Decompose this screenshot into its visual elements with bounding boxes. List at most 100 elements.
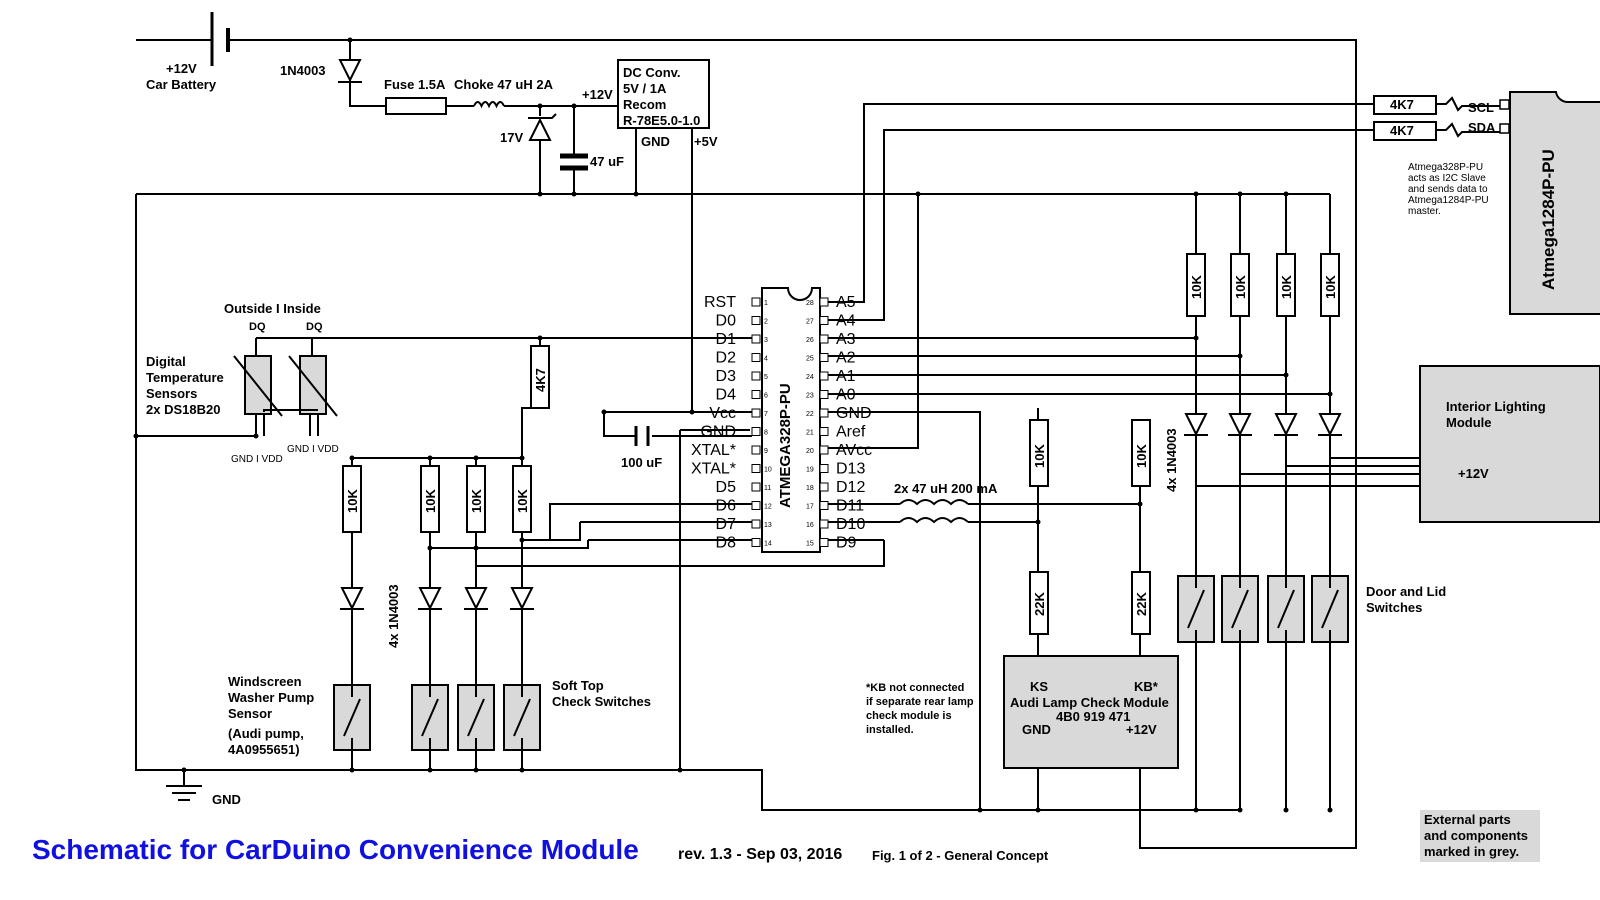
soft-diodes-label: 4x 1N4003 [386,584,401,648]
cap-xtal-label: 100 uF [621,455,662,470]
mcu-left-pin-box [751,538,761,547]
mcu-right-pin-number: 15 [806,541,814,548]
mcu-right-pin-label: D10 [836,516,865,533]
mcu-right-pin-box [819,390,829,399]
mcu-left-pin-label: XTAL* [691,442,736,459]
soft-switch-contact [421,685,439,750]
mcu-left-pin-number: 7 [764,411,768,418]
mcu-left-pin-box [751,371,761,381]
mcu-right-pin-label: GND [836,405,872,422]
diode-main-label: 1N4003 [280,63,326,78]
temp-dq-inside: DQ [306,321,323,333]
soft-diode [418,587,442,611]
lamp-r-top-0: 10K [1032,444,1047,468]
mcu-right-pin-number: 26 [806,337,814,344]
mcu-right-pin-box [819,427,829,436]
mcu-right-pin-box [819,408,829,418]
mcu-right-pin-number: 19 [806,467,814,474]
interior-module [1419,365,1600,523]
lamp-v12: +12V [1126,722,1157,737]
mcu-right-pin-number: 28 [806,300,814,307]
slave-note-1: acts as I2C Slave [1408,173,1486,184]
wire-junction [537,191,543,197]
mcu-right-pin-box [819,316,829,325]
lamp-ks: KS [1030,679,1048,694]
washer-label-0: Windscreen [228,674,302,689]
mcu-left-pin-number: 14 [764,541,772,548]
softtop-label-1: Check Switches [552,694,651,709]
soft-switch-contact [343,685,361,750]
door-label-1: Switches [1366,600,1422,615]
mcu-left-pin-label: RST [704,294,736,311]
door-diode [1228,413,1252,437]
mcu-right-pin-box [819,482,829,492]
lamp-choke-label: 2x 47 uH 200 mA [894,481,998,496]
lamp-r-bottom-1: 22K [1134,592,1149,616]
wire-junction [1283,372,1289,378]
door-diodes-label: 4x 1N4003 [1164,428,1179,492]
mcu-left-pin-box [751,445,761,455]
lamp-part: 4B0 919 471 [1056,709,1130,724]
wire-junction [633,191,639,197]
mcu-right-pin-label: D9 [836,535,857,552]
wire-junction [1283,191,1289,197]
mcu-left-pin-number: 1 [764,300,768,307]
lamp-title: Audi Lamp Check Module [1010,695,1169,710]
washer-label-2: Sensor [228,706,272,721]
washer-model-1: 4A0955651) [228,742,300,757]
softtop-label-0: Soft Top [552,678,604,693]
mcu-left-pin-box [751,501,761,510]
mcu-left-pin-number: 13 [764,522,772,529]
mcu-right-pin-box [819,334,829,344]
mcu-right-pin-label: A2 [836,350,856,367]
mcu-left-pin-number: 10 [764,467,772,474]
soft-switch-contact [513,685,531,750]
soft-resistor-label: 10K [423,489,438,513]
mcu-left-pin-box [751,482,761,492]
mcu-left-pin-box [751,297,761,307]
mcu-right-pin-label: AVcc [836,442,872,459]
mcu-right-pin-number: 20 [806,448,814,455]
door-resistor-label: 10K [1189,275,1204,299]
mcu-left-pin-number: 8 [764,430,768,437]
wire-junction [181,767,187,773]
soft-diode [510,587,534,611]
wire-junction [1193,335,1199,341]
slave-note-3: Atmega1284P-PU [1408,195,1489,206]
wire-junction [915,191,921,197]
mcu-right-pin-label: A3 [836,331,856,348]
mcu-right-pin-label: D12 [836,479,865,496]
soft-diode [340,587,364,611]
mcu-right-pin-label: D13 [836,461,865,478]
temp-label-2: Sensors [146,386,197,401]
sda-pin [1499,123,1510,134]
slave-note-0: Atmega328P-PU [1408,162,1483,173]
door-resistor [1276,253,1296,317]
wire-junction [1137,501,1143,507]
wire-junction [1327,807,1333,813]
soft-resistor [466,465,486,533]
interior-label-0: Interior Lighting [1446,399,1546,414]
mcu-left-pin-number: 2 [764,319,768,326]
door-diode [1318,413,1342,437]
door-resistor [1230,253,1250,317]
wire-junction [1237,191,1243,197]
wire-junction [519,455,525,461]
mcu-body [761,287,821,553]
door-interior-wires [1196,457,1446,487]
interior-v12: +12V [1458,466,1489,481]
mcu-right-pin-number: 24 [806,374,814,381]
mcu-left-wires [256,337,885,770]
wire-junction [133,433,139,439]
wire-junction [253,433,259,439]
mcu-left-pin-box [751,464,761,473]
wire-junction [571,191,577,197]
dc-converter [617,59,710,129]
mcu-left-pin-label: D8 [716,535,737,552]
kb-note-0: *KB not connected [866,682,964,694]
dcconv-line-1: 5V / 1A [623,81,667,96]
wire-junction [1237,807,1243,813]
mcu-left-pin-box [751,316,761,325]
mcu-left-pin-label: GND [700,424,736,441]
